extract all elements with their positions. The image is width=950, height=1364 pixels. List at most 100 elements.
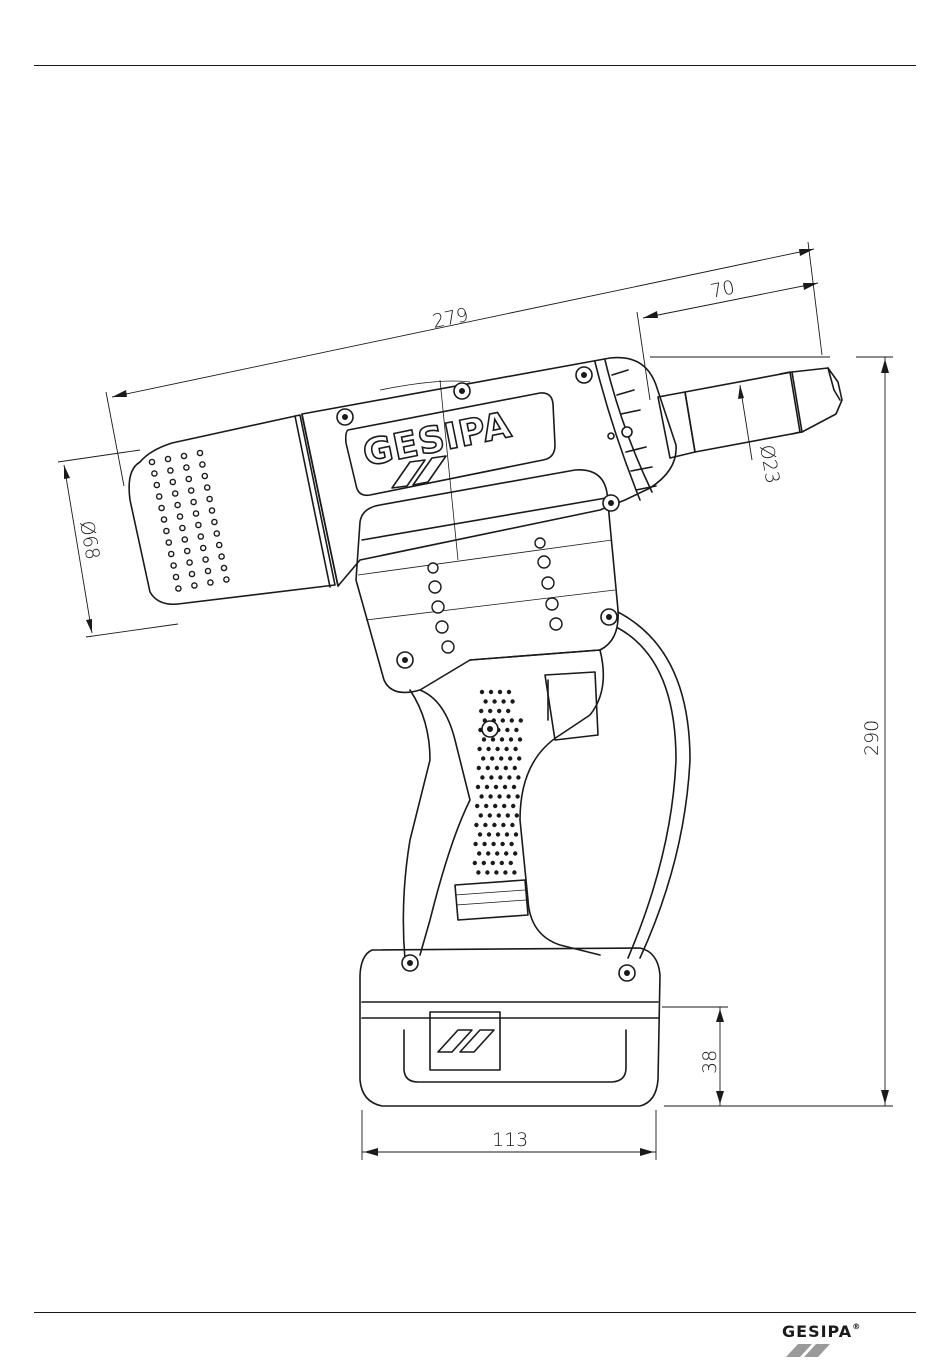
vent-hole <box>198 534 203 539</box>
vent-hole <box>176 586 181 591</box>
dim-total-height: 290 <box>861 720 883 756</box>
nose-piece <box>658 368 842 458</box>
vent-hole <box>185 548 190 553</box>
grip-dot <box>477 747 481 751</box>
grip-dot <box>503 785 507 789</box>
grip-dot <box>477 851 481 855</box>
grip-dot <box>491 861 495 865</box>
vent-hole <box>189 571 194 576</box>
grip-dot <box>480 775 484 779</box>
vent-hole <box>180 525 185 530</box>
grip-dot <box>500 737 504 741</box>
grip-dot <box>507 690 511 694</box>
grip-dot <box>488 709 492 713</box>
grip-dot <box>486 851 490 855</box>
vent-hole <box>157 494 162 499</box>
dimension-lines <box>58 242 893 1160</box>
grip-dot <box>488 813 492 817</box>
grip-dot <box>497 709 501 713</box>
grip-dot <box>475 804 479 808</box>
grip-dot <box>488 794 492 798</box>
dim-battery-width: 113 <box>492 1129 528 1151</box>
vent-hole <box>181 453 186 458</box>
dim-nose-length: 70 <box>708 276 736 303</box>
bottom-rule <box>34 1312 916 1313</box>
footer-logo: GESIPA® <box>782 1322 892 1358</box>
grip-dot <box>510 718 514 722</box>
vent-hole <box>202 473 207 478</box>
grip-dot <box>484 804 488 808</box>
dim-battery-height: 38 <box>699 1050 721 1074</box>
grip-dot <box>489 775 493 779</box>
vent-hole <box>184 465 189 470</box>
vent-hole <box>177 514 182 519</box>
grip-dot <box>501 699 505 703</box>
handle-grip-dots <box>473 690 523 875</box>
grip-dot <box>473 842 477 846</box>
grip-dot <box>500 861 504 865</box>
grip-dot <box>499 756 503 760</box>
grip-dot <box>516 775 520 779</box>
vent-hole <box>152 471 157 476</box>
footer-logo-stripes <box>782 1322 892 1358</box>
grip-dot <box>481 756 485 760</box>
grip-dot <box>517 756 521 760</box>
vent-hole <box>182 537 187 542</box>
grip-dot <box>504 766 508 770</box>
grip-dot <box>494 785 498 789</box>
vent-hole <box>159 505 164 510</box>
grip-dot <box>479 709 483 713</box>
battery-pack <box>360 948 660 1106</box>
vent-hole <box>175 502 180 507</box>
grip-dot <box>511 804 515 808</box>
grip-dot <box>477 766 481 770</box>
grip-dot <box>509 737 513 741</box>
grip-dot <box>479 813 483 817</box>
vent-hole <box>208 580 213 585</box>
vent-hole <box>168 468 173 473</box>
grip-dot <box>506 813 510 817</box>
vent-hole <box>201 545 206 550</box>
grip-dot <box>491 737 495 741</box>
vent-hole <box>217 542 222 547</box>
grip-dot <box>495 747 499 751</box>
vent-hole <box>164 528 169 533</box>
vent-hole <box>165 456 170 461</box>
grip-dot <box>513 851 517 855</box>
dim-nose-diameter: Ø23 <box>755 443 783 485</box>
grip-dot <box>513 766 517 770</box>
grip-dot <box>503 870 507 874</box>
vent-hole <box>170 479 175 484</box>
vent-hole <box>186 476 191 481</box>
grip-dot <box>515 794 519 798</box>
grip-dot <box>483 823 487 827</box>
vent-hole <box>149 459 154 464</box>
grip-dot <box>500 842 504 846</box>
grip-dot <box>474 823 478 827</box>
grip-dot <box>501 823 505 827</box>
dim-overall-length: 279 <box>430 304 470 333</box>
vent-hole <box>197 450 202 455</box>
grip-dot <box>486 747 490 751</box>
grip-dot <box>506 794 510 798</box>
grip-dot <box>476 785 480 789</box>
grip-dot <box>510 699 514 703</box>
grip-dot <box>509 861 513 865</box>
grip-dot <box>512 785 516 789</box>
vent-hole <box>207 496 212 501</box>
vent-hole <box>196 522 201 527</box>
grip-dot <box>476 870 480 874</box>
vent-hole <box>219 554 224 559</box>
vent-holes <box>149 450 229 591</box>
grip-dot <box>492 699 496 703</box>
grip-dot <box>494 870 498 874</box>
grip-dot <box>493 804 497 808</box>
indicator-leds <box>428 538 562 653</box>
grip-dot <box>491 842 495 846</box>
vent-hole <box>154 482 159 487</box>
grip-dot <box>495 766 499 770</box>
grip-dot <box>497 794 501 798</box>
grip-dot <box>514 832 518 836</box>
vent-hole <box>161 517 166 522</box>
grip-dot <box>487 832 491 836</box>
